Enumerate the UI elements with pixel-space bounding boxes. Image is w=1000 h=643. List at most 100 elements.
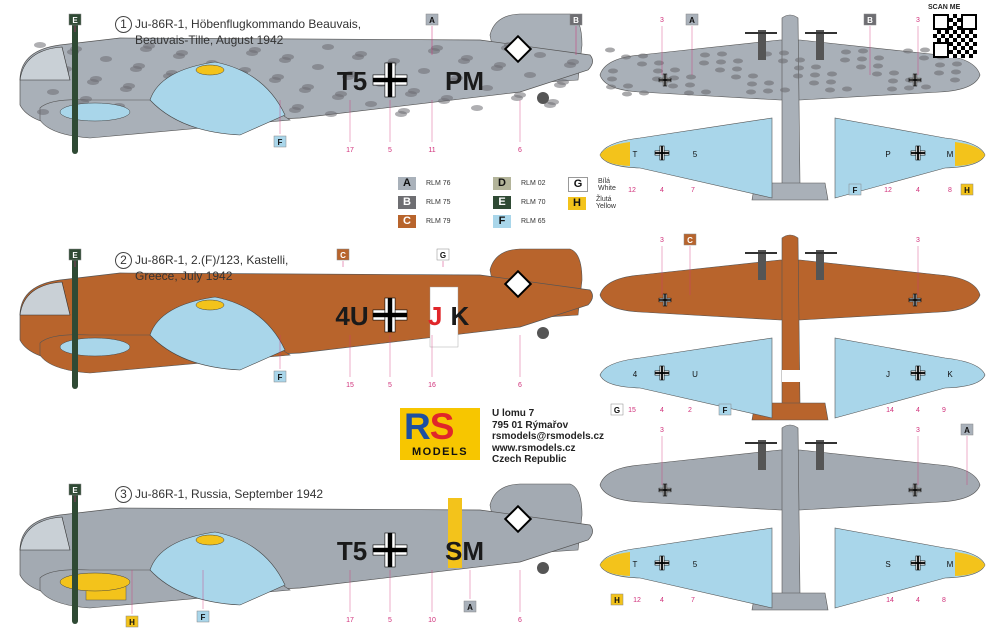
color-callout-box: E (68, 13, 82, 26)
camo-mottle (858, 48, 868, 54)
callout-label: 12 (628, 187, 636, 194)
callout-label: J (886, 370, 890, 379)
lower-wing-left (599, 117, 773, 199)
callout-label: 3 (660, 237, 664, 244)
color-swatch (960, 423, 974, 436)
camo-mottle (282, 54, 294, 60)
callout-label: T (633, 150, 638, 159)
camo-mottle (335, 91, 347, 97)
camo-mottle (951, 69, 961, 75)
color-swatch (336, 248, 350, 261)
lower-wing-right (834, 117, 986, 199)
color-swatch (68, 13, 82, 26)
camo-mottle (365, 101, 377, 107)
camo-mottle (903, 48, 913, 54)
color-callout-box: F (196, 610, 210, 623)
code-red-letter: J (428, 301, 442, 331)
cross-v-black (661, 556, 663, 570)
qr-code[interactable] (933, 14, 977, 58)
callout-label: 5 (388, 382, 392, 389)
callout-label: C (340, 251, 346, 260)
camo-mottle (934, 70, 944, 76)
callout-label: F (278, 373, 283, 382)
callout-label: F (853, 186, 858, 195)
wing-root (149, 61, 286, 136)
camo-mottle (637, 61, 647, 67)
callout-label: G (440, 251, 446, 260)
camo-mottle (355, 51, 367, 57)
color-callout-box: H (125, 615, 139, 628)
color-callout-box: E (68, 248, 82, 261)
camo-mottle (950, 77, 960, 83)
camo-mottle (935, 62, 945, 68)
callout-label: M (947, 560, 954, 569)
yellow-wingtip-right (955, 552, 985, 576)
camo-mottle (431, 45, 443, 51)
camo-mottle (441, 95, 453, 101)
callout-label: A (467, 603, 473, 612)
camo-mottle (80, 96, 92, 102)
lower-wing-left (599, 527, 773, 609)
balkenkreuz-insignia (908, 483, 922, 497)
callout-label: 5 (693, 150, 698, 159)
legend-swatch: D (493, 177, 511, 190)
color-swatch (848, 183, 862, 196)
camo-mottle (143, 43, 155, 49)
balkenkreuz-insignia (910, 555, 926, 571)
legend-swatch: G (568, 177, 588, 192)
wing-root (149, 296, 286, 371)
camo-mottle (408, 88, 420, 94)
engine-left (758, 250, 766, 280)
callout-label: 14 (886, 597, 894, 604)
callout-label: 11 (428, 147, 435, 154)
callout-label: B (573, 16, 579, 25)
callout-label: H (964, 186, 970, 195)
balkenkreuz-insignia (908, 73, 922, 87)
tail-swastika-area (503, 269, 533, 299)
color-callout-box: F (273, 370, 287, 383)
callout-label: 5 (388, 617, 392, 624)
camo-mottle (292, 104, 304, 110)
camo-mottle (461, 55, 473, 61)
white-band (782, 370, 800, 382)
camo-mottle (733, 58, 743, 64)
legend-label: RLM 79 (426, 218, 451, 225)
color-callout-box: A (425, 13, 439, 26)
cross-v-black (661, 366, 663, 380)
camo-mottle (827, 71, 837, 77)
color-swatch (425, 13, 439, 26)
callout-label: A (429, 16, 435, 25)
color-swatch (273, 135, 287, 148)
callout-label: 16 (428, 382, 436, 389)
callout-label: T (633, 560, 638, 569)
callout-label: F (723, 406, 728, 415)
camo-mottle (732, 66, 742, 72)
rs-models-logo: RS MODELS (400, 406, 480, 460)
callout-label: 2 (688, 407, 692, 414)
legend-swatch: E (493, 196, 511, 209)
cross-v-black (917, 366, 919, 380)
callout-label: 6 (518, 617, 522, 624)
callout-label: K (947, 370, 953, 379)
callout-label: 3 (660, 427, 664, 434)
camo-mottle (567, 59, 579, 65)
camo-mottle (809, 80, 819, 86)
camo-mottle (670, 67, 680, 73)
callout-label: 9 (942, 407, 946, 414)
balkenkreuz-insignia (654, 365, 670, 381)
camo-mottle (621, 54, 631, 60)
cross-v-black (917, 556, 919, 570)
color-swatch (463, 600, 477, 613)
callout-label: 5 (388, 147, 392, 154)
balkenkreuz-insignia (372, 297, 408, 333)
callout-label: 12 (633, 597, 641, 604)
camo-mottle (684, 90, 694, 96)
balkenkreuz-insignia (372, 62, 408, 98)
lower-wing-left (599, 337, 773, 419)
legend-swatch: B (398, 196, 416, 209)
color-swatch (273, 370, 287, 383)
